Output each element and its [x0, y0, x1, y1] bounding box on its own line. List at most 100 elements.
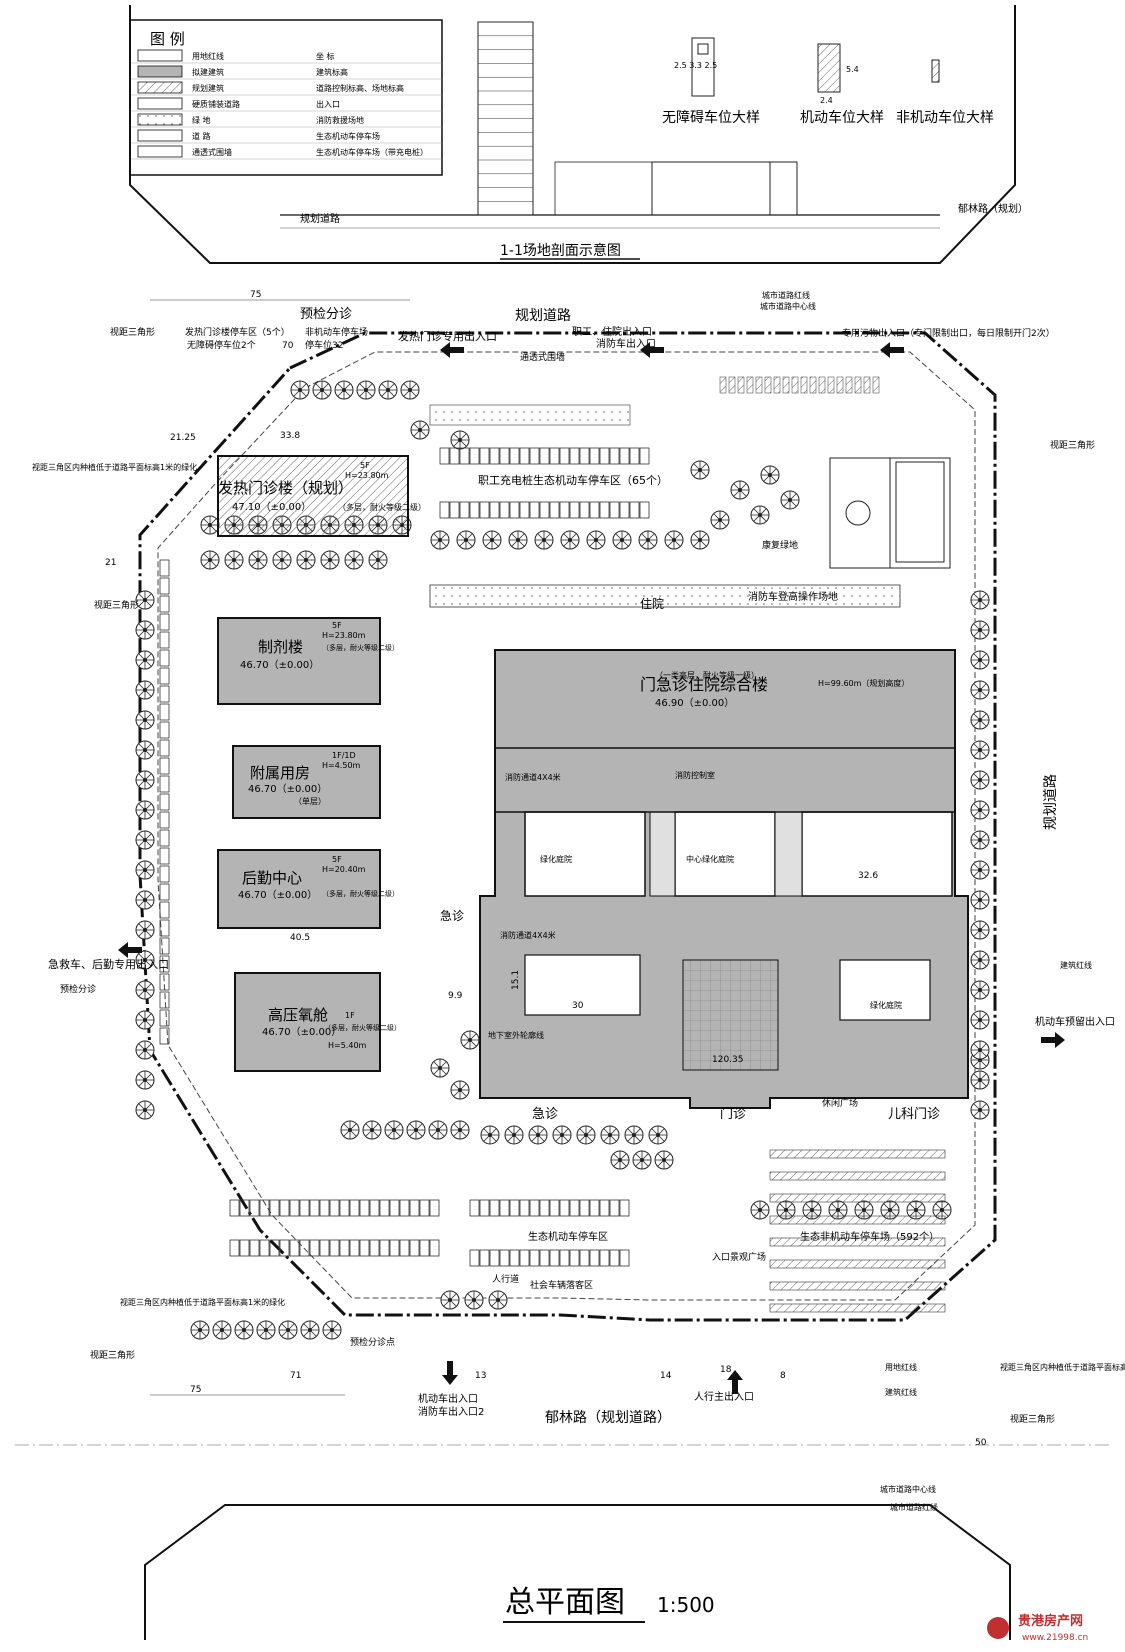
parking-stall	[329, 1239, 340, 1257]
parking-stall	[579, 1199, 590, 1217]
pharma-elev: 46.70（±0.00）	[240, 659, 319, 671]
parking-stall	[549, 1199, 560, 1217]
building-fever	[217, 455, 409, 537]
watermark-brand: 贵港房产网	[1018, 1613, 1083, 1629]
legend-label-right: 坐 标	[316, 51, 335, 61]
sewage-entrance: 专用污物出入口（专门限制出口，每日限制开门2次）	[842, 327, 1055, 339]
parking-stall	[369, 1239, 380, 1257]
dim-75-top: 75	[250, 290, 261, 300]
tree-icon	[340, 1120, 360, 1140]
parking-stall	[589, 447, 600, 465]
south-fire: 消防车出入口2	[418, 1405, 484, 1418]
tree-icon	[690, 530, 710, 550]
parking-stall	[259, 1239, 270, 1257]
tree-icon	[450, 430, 470, 450]
sports-court	[829, 457, 951, 569]
parking-stall	[469, 447, 480, 465]
parking-stall	[409, 1239, 420, 1257]
tree-icon	[528, 1125, 548, 1145]
parking-stall	[619, 447, 630, 465]
fire-lane-2: 消防通道4X4米	[500, 930, 556, 940]
logistics-name: 后勤中心	[242, 869, 302, 887]
building-logistics	[217, 849, 381, 929]
legend-label: 规划建筑	[192, 83, 224, 93]
legend-box: 图 例 用地红线坐 标拟建建筑建筑标高规划建筑道路控制标高、场地标高硬质铺装道路…	[129, 19, 443, 176]
parking-stall	[159, 613, 170, 631]
parking-stall	[429, 1199, 440, 1217]
parking-stall	[419, 1239, 430, 1257]
parking-stall	[389, 1239, 400, 1257]
bike-rack	[836, 376, 844, 394]
parking-stall	[619, 1249, 630, 1267]
bike-rack	[769, 1149, 946, 1159]
fever-parking: 发热门诊楼停车区（5个）	[185, 326, 290, 338]
build-line-2: 建筑红线	[1060, 960, 1092, 970]
tree-icon	[970, 830, 990, 850]
site-redline	[138, 331, 997, 1322]
legend-label: 用地红线	[192, 51, 224, 61]
watermark-url: www.21998.cn	[1022, 1633, 1088, 1643]
legend-swatch	[137, 145, 183, 158]
legend-swatch	[137, 65, 183, 78]
tree-icon	[624, 1125, 644, 1145]
tree-icon	[135, 710, 155, 730]
oxygen-elev: 46.70（±0.00）	[262, 1026, 341, 1038]
annex-note: （单层）	[294, 796, 326, 806]
legend-label: 硬质铺装道路	[192, 99, 240, 109]
staff-charging: 职工充电桩生态机动车停车区（65个）	[478, 473, 668, 487]
legend-label: 通透式围墙	[192, 147, 232, 157]
annex-name: 附属用房	[250, 764, 310, 782]
tree-icon	[234, 1320, 254, 1340]
oxygen-floors: 1F	[345, 1011, 355, 1020]
parking-stall	[159, 649, 170, 667]
bike-rack	[764, 376, 772, 394]
courtyard-2: 中心绿化庭院	[686, 854, 734, 864]
accessible-parking: 无障碍停车位2个	[187, 339, 256, 351]
parking-stall	[549, 1249, 560, 1267]
logistics-elev: 46.70（±0.00）	[238, 889, 317, 901]
parking-stall	[539, 501, 550, 519]
dim-30: 30	[572, 1001, 584, 1011]
dim-120: 120.35	[712, 1055, 744, 1065]
parking-stall	[479, 501, 490, 519]
fire-control: 消防控制室	[675, 770, 715, 780]
tree-icon	[256, 1320, 276, 1340]
dim-13: 13	[475, 1371, 486, 1381]
tree-icon	[135, 740, 155, 760]
bike-rack	[800, 376, 808, 394]
tree-icon	[135, 650, 155, 670]
parking-stall	[379, 1239, 390, 1257]
bike-rack	[773, 376, 781, 394]
section-title: 1-1场地剖面示意图	[500, 242, 621, 259]
dim-18: 18	[720, 1365, 732, 1375]
tree-icon	[296, 550, 316, 570]
tree-icon	[750, 505, 770, 525]
nonmotor-zone: 生态非机动车停车场（592个）	[800, 1230, 939, 1243]
tree-icon	[970, 1100, 990, 1120]
building-main	[479, 649, 969, 1109]
parking-stall	[159, 667, 170, 685]
parking-stall	[609, 501, 620, 519]
parking-stall	[319, 1239, 330, 1257]
tree-icon	[410, 420, 430, 440]
tree-icon	[440, 1290, 460, 1310]
parking-stall	[509, 1249, 520, 1267]
er-door: 急诊	[532, 1107, 558, 1122]
parking-stall	[159, 721, 170, 739]
section-diagram: 规划道路 郁林路（规划） 1-1场地剖面示意图	[129, 5, 1028, 264]
parking-stall	[489, 447, 500, 465]
drawing-title: 总平面图	[505, 1585, 625, 1620]
parking-stall	[499, 501, 510, 519]
legend-title: 图 例	[150, 30, 185, 48]
tree-icon	[428, 1120, 448, 1140]
courtyard-1: 绿化庭院	[540, 854, 572, 864]
bike-rack	[746, 376, 754, 394]
precheck-left: 预检分诊	[60, 983, 96, 995]
bike-rack	[728, 376, 736, 394]
bike-rack	[872, 376, 880, 394]
tree-icon	[464, 1290, 484, 1310]
precheck-top: 预检分诊	[300, 307, 352, 322]
pharma-height: H=23.80m	[322, 631, 366, 640]
tree-icon	[322, 1320, 342, 1340]
building-pharma	[217, 617, 381, 705]
